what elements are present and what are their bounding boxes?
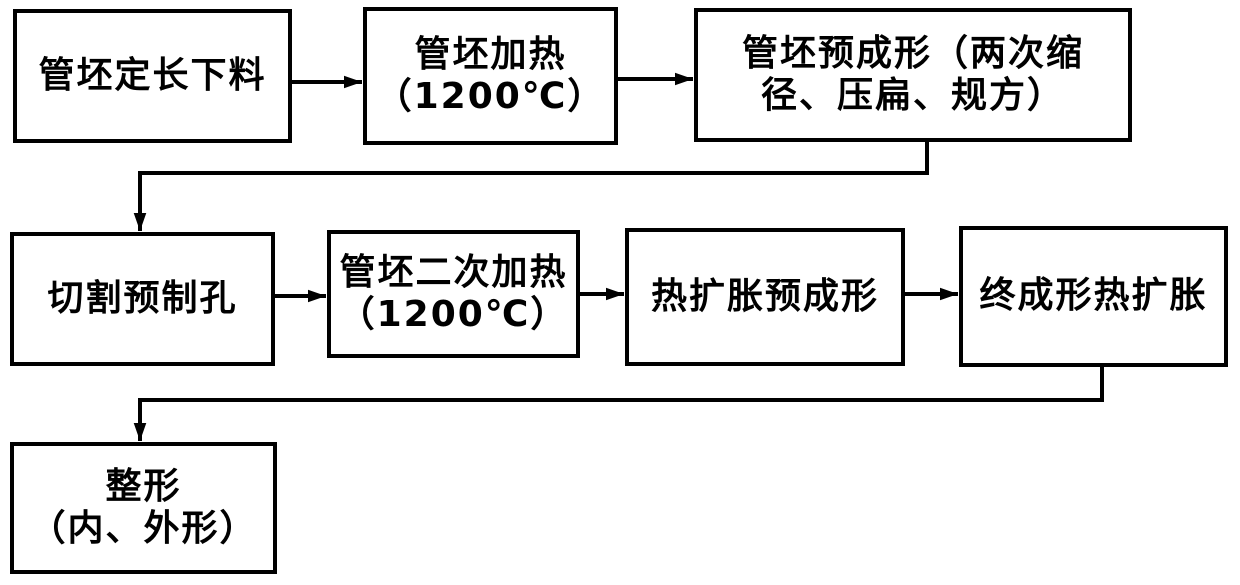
- arrow-step7-step8: [133, 367, 1104, 441]
- step-label: 终成形热扩胀: [979, 275, 1208, 317]
- step-label: 整形 （内、外形）: [29, 465, 258, 549]
- step-hot-expansion-preform: 热扩胀预成形: [625, 228, 905, 366]
- step-cut-prefab-hole: 切割预制孔: [10, 232, 275, 366]
- step-label: 管坯预成形（两次缩 径、压扁、规方）: [741, 32, 1084, 116]
- step-shaping: 整形 （内、外形）: [10, 442, 277, 574]
- step-label: 管坯定长下料: [38, 54, 267, 96]
- step-final-hot-expansion: 终成形热扩胀: [959, 226, 1228, 367]
- step-blank-preforming: 管坯预成形（两次缩 径、压扁、规方）: [694, 8, 1132, 142]
- step-label: 管坯加热 （1200℃）: [375, 33, 606, 117]
- step-second-heating: 管坯二次加热 （1200℃）: [327, 230, 580, 358]
- arrow-step3-step4: [133, 142, 929, 231]
- step-blank-cut-to-length: 管坯定长下料: [13, 9, 292, 143]
- step-blank-heating: 管坯加热 （1200℃）: [363, 7, 618, 145]
- step-label: 切割预制孔: [47, 277, 238, 319]
- step-label: 热扩胀预成形: [650, 275, 879, 317]
- step-label: 管坯二次加热 （1200℃）: [338, 251, 569, 335]
